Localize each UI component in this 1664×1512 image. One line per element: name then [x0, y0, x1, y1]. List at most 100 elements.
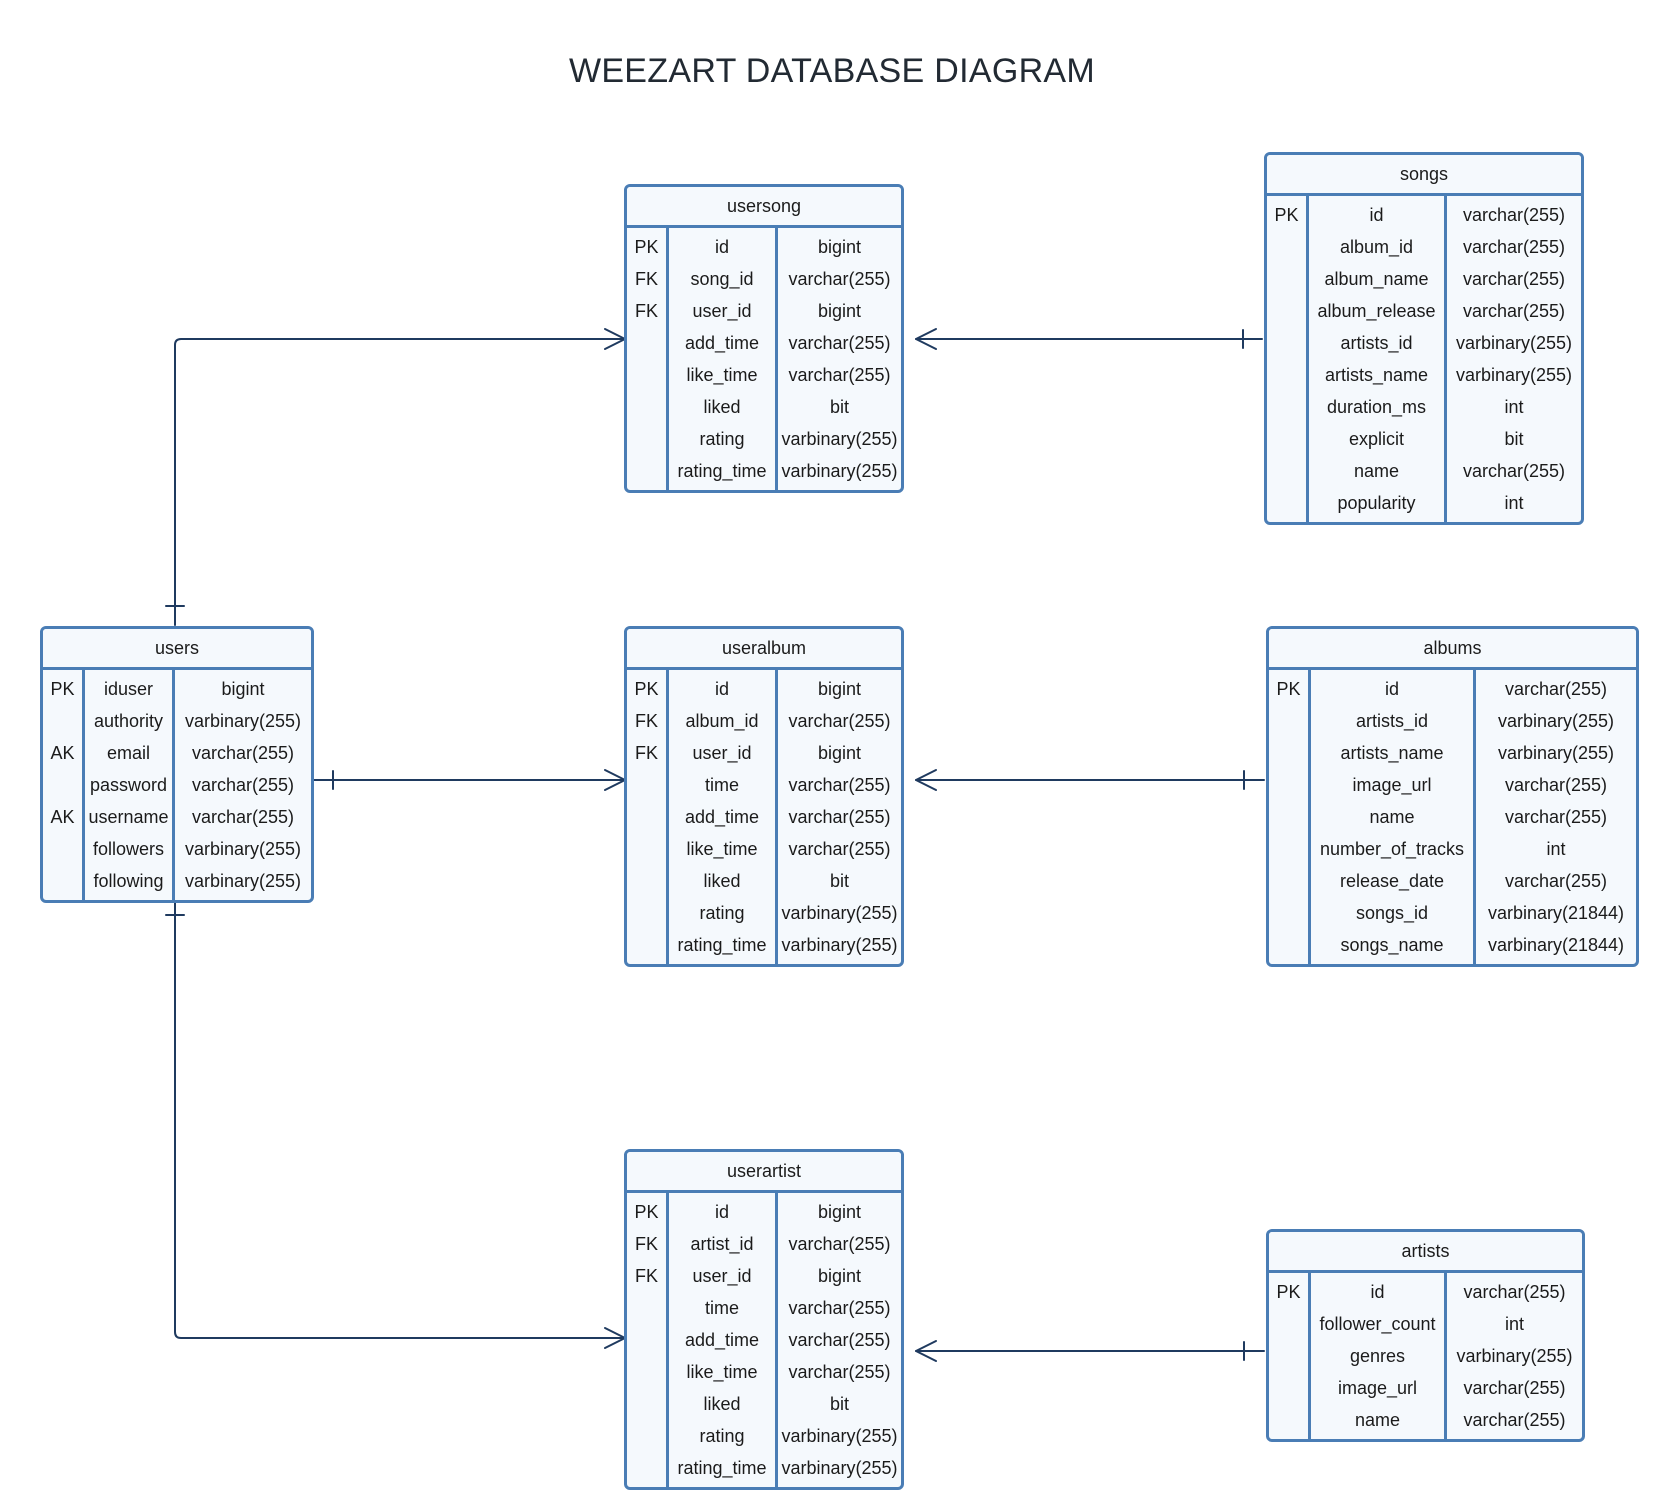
connector-users-usersong [165, 328, 626, 626]
entity-title: useralbum [627, 629, 901, 670]
key-cell [627, 1388, 666, 1420]
field-type: bigint [817, 1265, 862, 1286]
field-type: varbinary(255) [781, 1457, 898, 1478]
field-type: varbinary(255) [1456, 1345, 1573, 1366]
key-cell [1267, 327, 1306, 359]
key-cell [1269, 1372, 1308, 1404]
key-cell [627, 897, 666, 929]
key-cell [1267, 487, 1306, 519]
key-cell [1269, 801, 1308, 833]
field-name: songs_name [1340, 934, 1444, 955]
field-name: id [714, 236, 729, 257]
key-cell [1267, 455, 1306, 487]
key-cell [627, 1324, 666, 1356]
field-name: add_time [684, 332, 760, 353]
key-cell: FK [634, 300, 658, 321]
key-cell: PK [1276, 678, 1301, 699]
key-cell [1267, 391, 1306, 423]
field-type: varchar(255) [788, 1297, 891, 1318]
key-cell [43, 705, 82, 737]
field-name: liked [703, 870, 741, 891]
key-cell: FK [634, 1233, 658, 1254]
field-type: int [1504, 1313, 1524, 1334]
field-name: user_id [692, 1265, 752, 1286]
connector-users-useralbum [312, 769, 626, 791]
field-name: artists_name [1340, 742, 1444, 763]
field-name: rating [699, 1425, 745, 1446]
key-cell [627, 327, 666, 359]
key-cell [1267, 423, 1306, 455]
field-name: id [714, 678, 729, 699]
field-type: varchar(255) [788, 268, 891, 289]
key-cell: PK [1276, 1281, 1301, 1302]
entity-title: users [43, 629, 311, 670]
field-type: varchar(255) [788, 710, 891, 731]
key-cell [627, 1420, 666, 1452]
field-name: rating_time [677, 1457, 767, 1478]
field-name: artist_id [690, 1233, 754, 1254]
field-type: bit [829, 870, 849, 891]
key-cell [1267, 359, 1306, 391]
key-cell [627, 929, 666, 961]
field-name: id [1370, 1281, 1385, 1302]
field-name: rating [699, 428, 745, 449]
key-cell: FK [634, 268, 658, 289]
key-cell [1269, 705, 1308, 737]
field-type: varchar(255) [788, 1329, 891, 1350]
field-type: varbinary(255) [781, 428, 898, 449]
field-type: varchar(255) [788, 332, 891, 353]
field-name: liked [703, 396, 741, 417]
key-cell [1269, 833, 1308, 865]
key-cell: PK [634, 678, 659, 699]
field-name: number_of_tracks [1319, 838, 1465, 859]
field-name: album_id [1339, 236, 1414, 257]
field-type: varchar(255) [788, 838, 891, 859]
field-type: varchar(255) [788, 364, 891, 385]
field-type: varchar(255) [1462, 268, 1566, 289]
entity-title: albums [1269, 629, 1636, 670]
field-type: varbinary(255) [781, 902, 898, 923]
field-name: rating_time [677, 460, 767, 481]
field-name: rating_time [677, 934, 767, 955]
field-type: varchar(255) [788, 774, 891, 795]
field-type: varchar(255) [1462, 460, 1566, 481]
connector-users-userartist [165, 892, 626, 1349]
field-name: like_time [686, 1361, 758, 1382]
field-name: follower_count [1319, 1313, 1436, 1334]
column-key: PK [1267, 196, 1309, 522]
field-type: bigint [817, 678, 862, 699]
field-type: varchar(255) [1462, 236, 1566, 257]
column-key: PK [1269, 1273, 1311, 1439]
field-name: following [93, 870, 164, 891]
field-name: duration_ms [1326, 396, 1427, 417]
field-name: genres [1349, 1345, 1406, 1366]
key-cell [1269, 897, 1308, 929]
field-name: email [106, 742, 150, 763]
field-name: add_time [684, 1329, 760, 1350]
field-type: varchar(255) [1504, 806, 1608, 827]
key-cell [627, 865, 666, 897]
column-type: bigint varchar(255) bigint varchar(255) varc… [778, 670, 901, 964]
field-type: varbinary(255) [1497, 742, 1615, 763]
key-cell: PK [634, 236, 659, 257]
connector-albums-useralbum [915, 769, 1265, 791]
field-name: password [89, 774, 168, 795]
field-name: user_id [692, 742, 752, 763]
field-name: artists_id [1355, 710, 1429, 731]
field-type: varchar(255) [1463, 1409, 1566, 1430]
entity-title: artists [1269, 1232, 1582, 1273]
field-type: varchar(255) [1504, 870, 1608, 891]
field-type: bigint [817, 742, 862, 763]
key-cell [627, 801, 666, 833]
